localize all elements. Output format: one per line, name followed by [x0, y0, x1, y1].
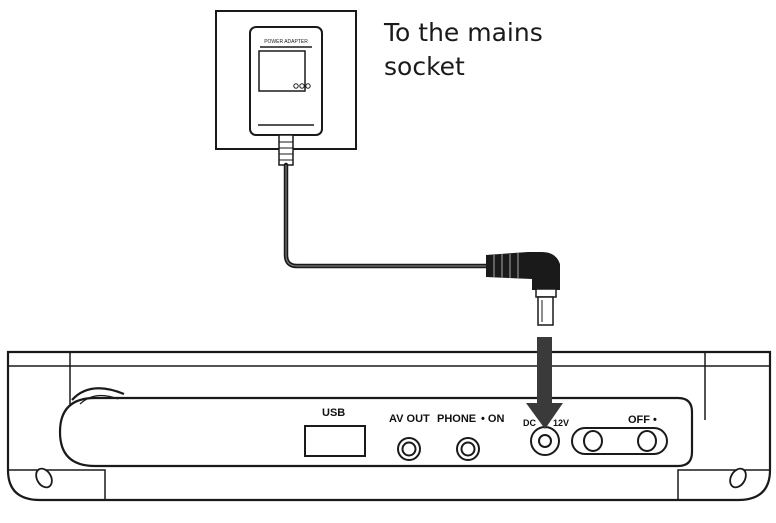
mains-socket-caption: To the mains socket [384, 16, 543, 84]
usb-port [304, 425, 366, 457]
phone-jack [456, 437, 480, 461]
off-label: OFF • [628, 414, 657, 426]
power-switch [571, 427, 668, 455]
cable-strain-relief [278, 134, 294, 166]
on-label: • ON [481, 413, 505, 425]
usb-label: USB [322, 407, 346, 419]
caption-line-1: To the mains [384, 18, 543, 47]
voltage-label: 12V [553, 418, 570, 428]
caption-line-2: socket [384, 52, 465, 81]
adapter-label: POWER ADAPTER [264, 39, 308, 45]
dc-plug [486, 252, 560, 326]
dc-in-jack [530, 426, 560, 456]
power-cable [283, 162, 489, 269]
insert-arrow-icon [526, 337, 563, 429]
phone-label: PHONE [437, 413, 477, 425]
power-adapter [249, 26, 323, 136]
av-out-jack [397, 437, 421, 461]
dc-label: DC [523, 418, 536, 428]
av-out-label: AV OUT [389, 413, 430, 425]
